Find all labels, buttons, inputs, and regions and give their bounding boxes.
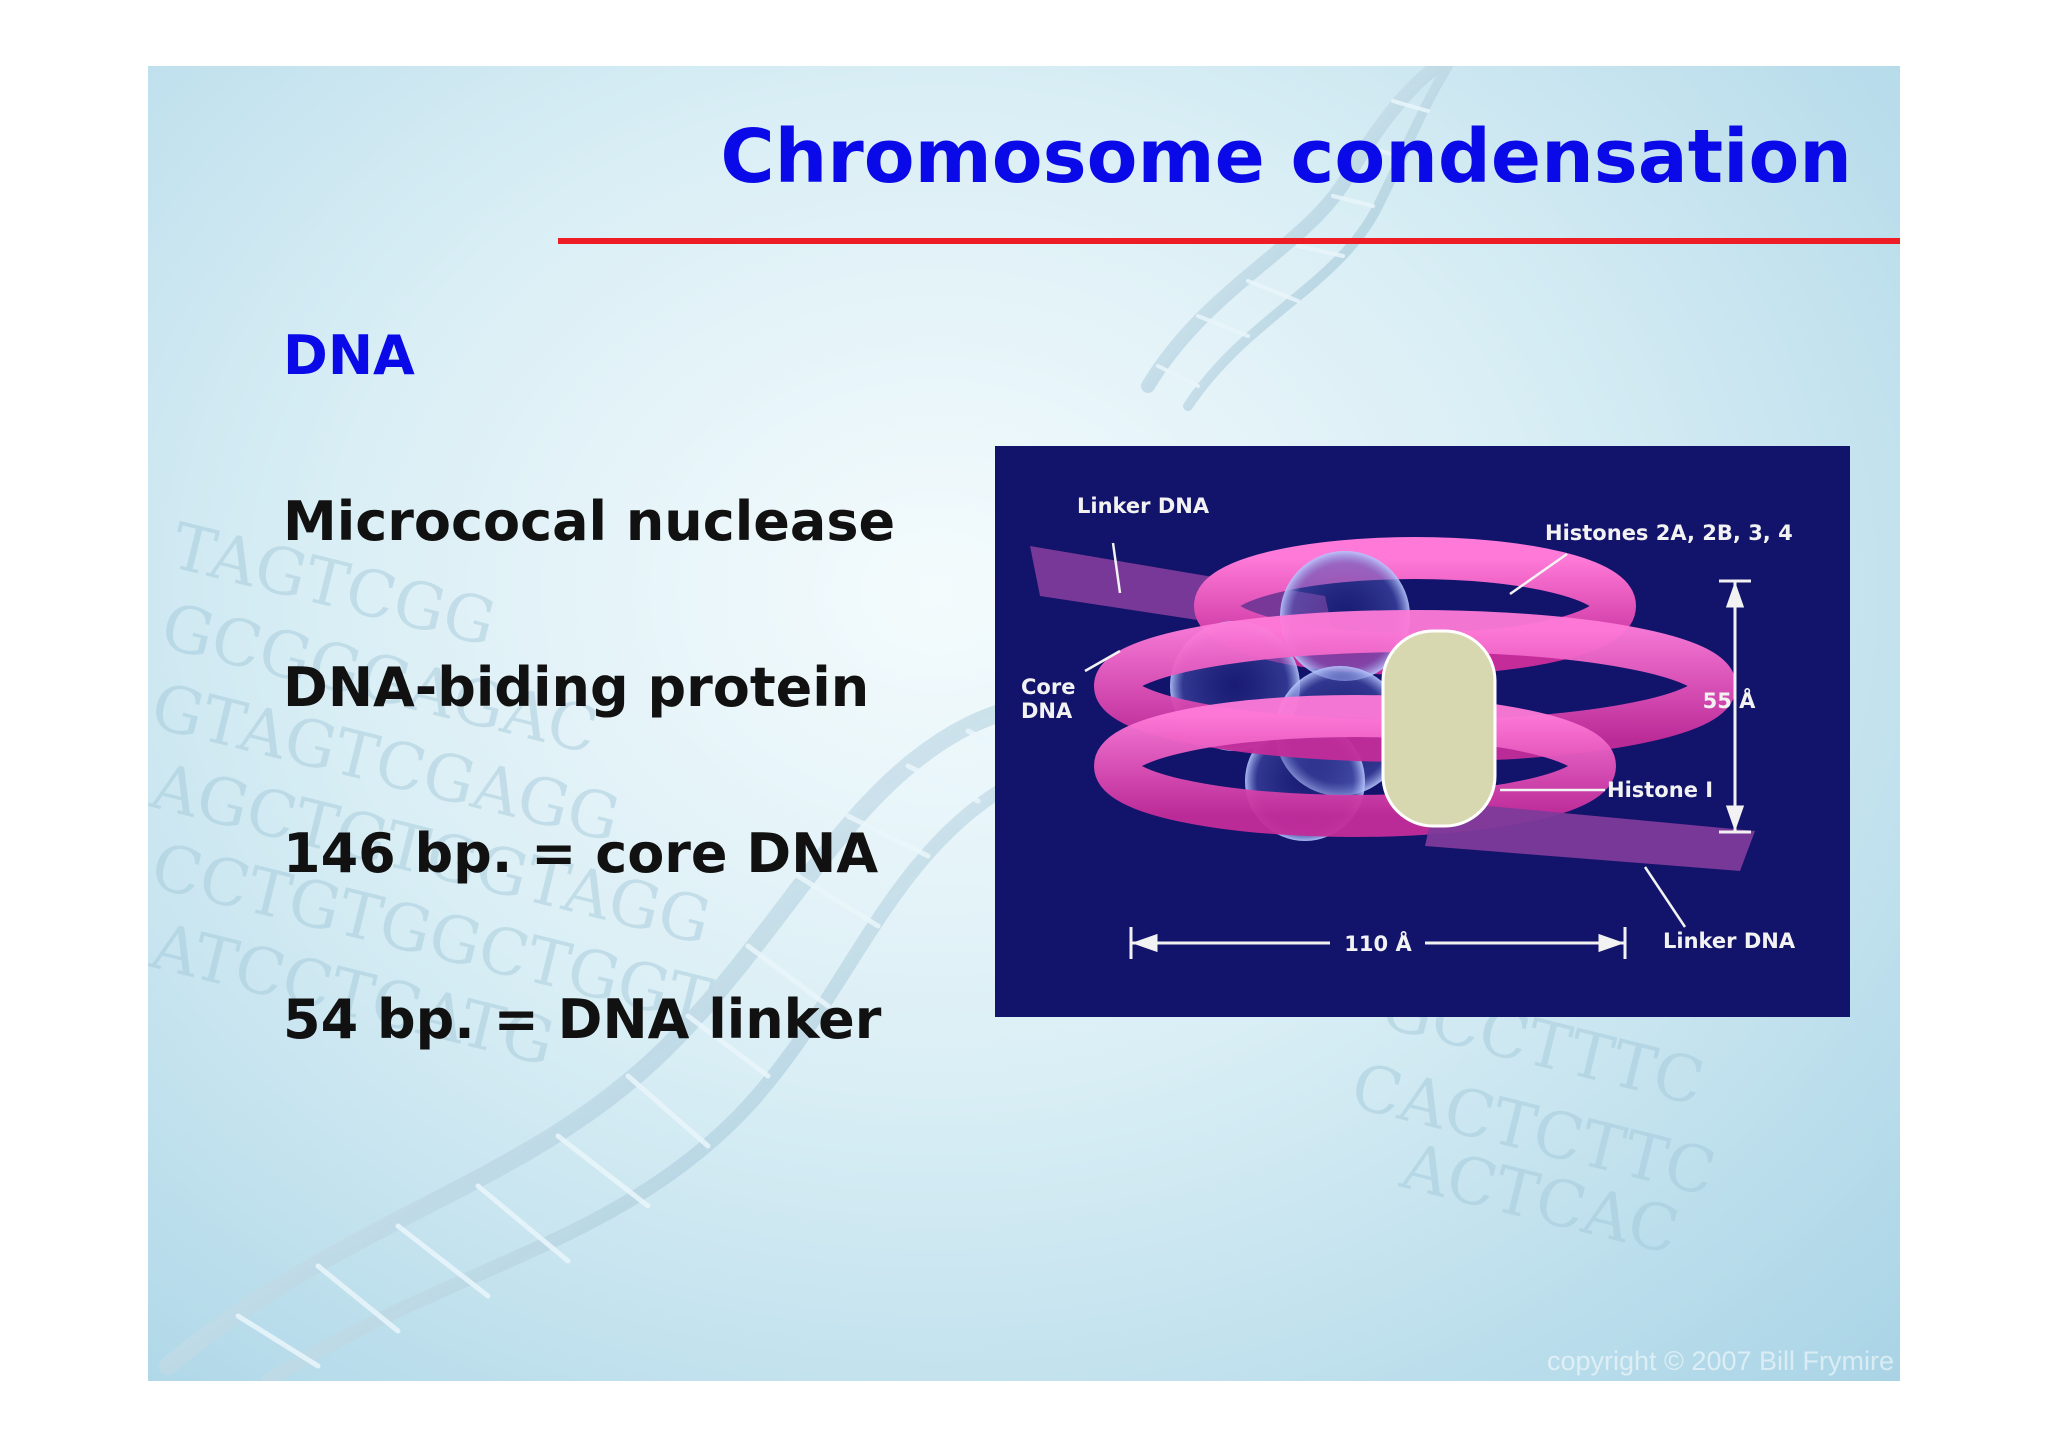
bullet-micrococcal-nuclease: Micrococal nuclease: [283, 490, 896, 553]
slide-title: Chromosome condensation: [720, 114, 1852, 200]
callout-lines: [1084, 542, 1687, 928]
copyright-watermark: copyright © 2007 Bill Frymire: [1546, 1346, 1894, 1376]
label-55-angstrom: 55 Å: [1703, 688, 1757, 713]
dimension-110-angstrom: [1129, 927, 1627, 959]
helix-upper: [1141, 66, 1453, 411]
label-core: Core: [1021, 675, 1075, 699]
slide: TAGTCGG GCGGGAGAC GTAGTCGAGG AGCTGTGGTAG…: [148, 66, 1900, 1381]
label-linker-dna-bottom: Linker DNA: [1663, 929, 1796, 953]
bullet-core-dna: 146 bp. = core DNA: [283, 822, 879, 885]
dna-coil-lower: [1094, 695, 1616, 837]
bullet-dna-binding-protein: DNA-biding protein: [283, 656, 870, 719]
nucleosome-diagram: Linker DNA Histones 2A, 2B, 3, 4 Core DN…: [1021, 494, 1796, 959]
label-linker-dna-top: Linker DNA: [1077, 494, 1210, 518]
dimension-55-angstrom: [1719, 579, 1751, 834]
bullet-dna-linker: 54 bp. = DNA linker: [283, 988, 882, 1051]
label-histone-one: Histone I: [1607, 778, 1713, 802]
bullet-dna: DNA: [283, 324, 415, 387]
linker-dna-ribbon-bottom: [1425, 801, 1755, 871]
label-core-dna: DNA: [1021, 699, 1073, 723]
histone-one-cylinder: [1381, 629, 1497, 828]
title-underline: [558, 238, 1900, 244]
label-110-angstrom: 110 Å: [1344, 931, 1412, 956]
label-histones-core: Histones 2A, 2B, 3, 4: [1545, 521, 1793, 545]
nucleosome-figure: Linker DNA Histones 2A, 2B, 3, 4 Core DN…: [995, 446, 1850, 1017]
